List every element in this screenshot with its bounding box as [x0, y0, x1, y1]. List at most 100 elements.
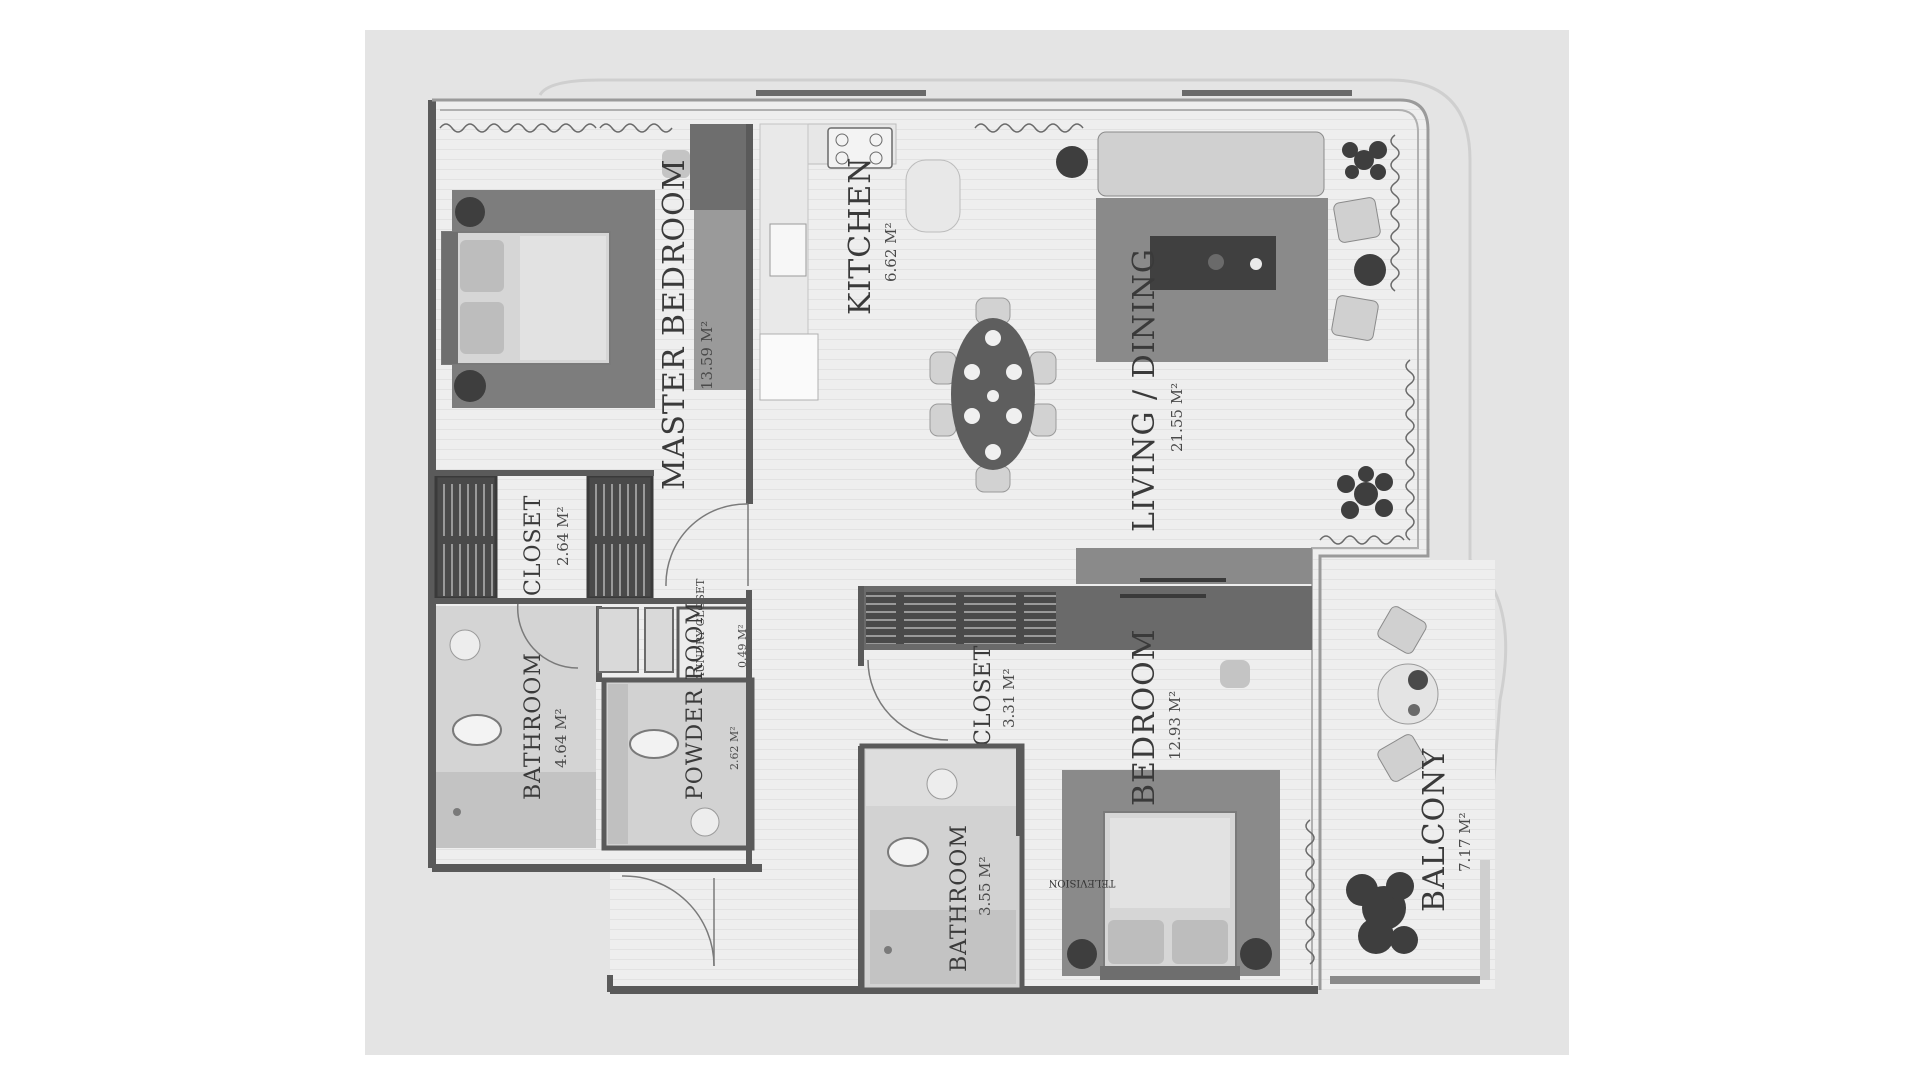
bathroom-bedroom-label: BATHROOM [947, 824, 972, 972]
television-label: TELEVISION [1048, 877, 1115, 888]
drain [884, 946, 892, 954]
chair [662, 150, 690, 178]
burner [835, 133, 849, 147]
living-dining: LIVING / DINING 21.55 M² [1056, 131, 1393, 532]
central-storage [862, 548, 1312, 688]
sink [690, 807, 720, 837]
laundry-machine [597, 607, 639, 673]
powder-room-label: POWDER ROOM [683, 601, 708, 800]
bathroom-master-area: 4.64 M² [552, 708, 570, 768]
window-top-left [756, 90, 926, 96]
exterior-walls [428, 98, 1430, 994]
bedroom-label: BEDROOM [1127, 629, 1162, 807]
tv-console [1120, 594, 1206, 598]
closet-bedroom-label: CLOSET [971, 645, 996, 746]
kitchen-sink [769, 223, 807, 277]
kitchen-area: 6.62 M² [882, 222, 900, 282]
balcony: BALCONY 7.17 M² [1330, 606, 1490, 984]
cooktop [827, 127, 893, 169]
coffee-table-decor [1250, 258, 1262, 270]
kitchen: KITCHEN 6.62 M² [759, 123, 961, 401]
wardrobe-block [690, 124, 750, 210]
dining [929, 297, 1057, 493]
table-decor [1408, 704, 1420, 716]
master-bedroom: MASTER BEDROOM 13.59 M² [441, 124, 753, 504]
closet-rail [866, 592, 1056, 644]
kitchen-label: KITCHEN [843, 156, 878, 315]
balcony-area: 7.17 M² [1456, 812, 1474, 872]
nightstand [1240, 938, 1272, 970]
duvet [520, 236, 606, 360]
pillow [460, 240, 504, 292]
burner [869, 133, 883, 147]
laundry-closet-area: 0.49 M² [736, 624, 749, 668]
closet-master-label: CLOSET [521, 495, 546, 596]
vanity [608, 684, 628, 844]
sofa [1097, 131, 1325, 197]
bathroom-master: BATHROOM 4.64 M² [436, 606, 602, 848]
living-dining-area: 21.55 M² [1168, 383, 1186, 452]
closet-master: CLOSET 2.64 M² [434, 474, 654, 600]
sink [926, 768, 958, 800]
shower [436, 772, 596, 848]
burner [869, 151, 883, 165]
pillow [1172, 920, 1228, 964]
tv-wall [694, 210, 750, 390]
balcony-table [1377, 663, 1439, 725]
coffee-table-decor [1208, 254, 1224, 270]
drain [453, 808, 461, 816]
nightstand [454, 370, 486, 402]
balcony-chair [1377, 606, 1427, 654]
bedroom-area: 12.93 M² [1166, 691, 1184, 760]
bedroom: TELEVISION BEDROOM 12.93 M² [1048, 629, 1280, 980]
living-dining-label: LIVING / DINING [1127, 248, 1162, 532]
bathroom-master-label: BATHROOM [521, 652, 546, 800]
armchair [1331, 295, 1379, 341]
bathroom-bedroom-area: 3.55 M² [976, 856, 994, 916]
pillow [1108, 920, 1164, 964]
curtains [439, 123, 1415, 965]
outer-terrace-edge [538, 78, 1508, 990]
closet-master-area: 2.64 M² [554, 506, 572, 566]
wardrobe-right [586, 474, 654, 600]
plant [1346, 872, 1418, 954]
side-table [1354, 254, 1386, 286]
fridge [759, 333, 819, 401]
balcony-railing [1480, 860, 1490, 980]
closet-bedroom: CLOSET 3.31 M² [971, 645, 1018, 746]
partition-wall [746, 124, 753, 504]
balcony-label: BALCONY [1417, 748, 1452, 912]
toilet [887, 837, 929, 867]
powder-room-floor [601, 677, 755, 851]
shower [870, 910, 1016, 984]
headboard [1100, 966, 1240, 980]
armchair [1333, 197, 1381, 243]
laundry-machine [644, 607, 674, 673]
window-top-right [1182, 90, 1352, 96]
bathroom-bedroom: BATHROOM 3.55 M² [859, 743, 1025, 993]
door-swings [516, 503, 949, 967]
desk-chair [1220, 660, 1250, 688]
plant [1337, 466, 1393, 519]
island [905, 159, 961, 233]
balcony-chair [1377, 734, 1427, 782]
sink [449, 629, 481, 661]
burner [835, 151, 849, 165]
toilet [452, 714, 502, 746]
master-bedroom-area: 13.59 M² [698, 321, 716, 390]
laundry-and-powder: LAUNDRY CLOSET 0.49 M² POWDER ROOM 2.62 … [597, 578, 755, 851]
laundry-closet-label: LAUNDRY CLOSET [694, 578, 707, 688]
powder-room-area: 2.62 M² [728, 726, 741, 770]
pillow [460, 302, 504, 354]
dining-chairs [929, 297, 1057, 493]
closet-bedroom-area: 3.31 M² [1000, 668, 1018, 728]
table-decor [1408, 670, 1428, 690]
plant [1342, 141, 1387, 180]
headboard [442, 232, 458, 364]
duvet [1110, 818, 1230, 908]
tv-console [1140, 578, 1226, 582]
nightstand [455, 197, 485, 227]
master-bedroom-label: MASTER BEDROOM [657, 159, 692, 490]
side-table [1056, 146, 1088, 178]
